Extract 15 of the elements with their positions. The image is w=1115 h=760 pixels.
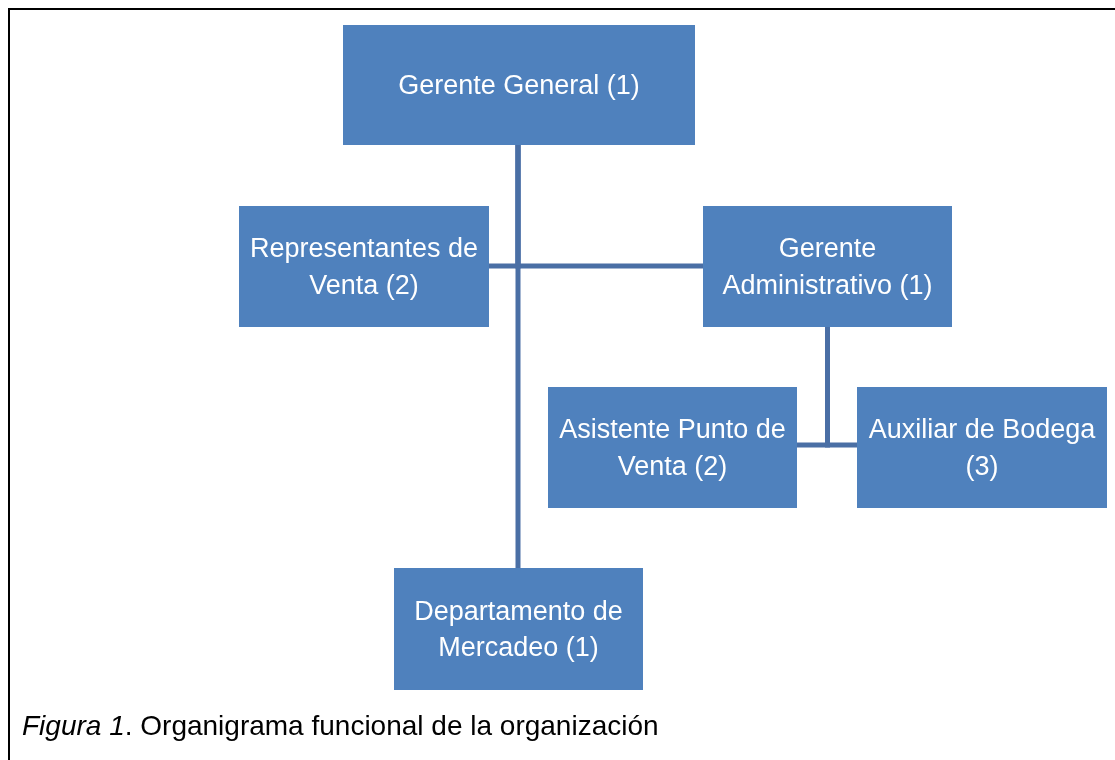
box-label: Gerente Administrativo (1) [721, 232, 934, 302]
figure-caption: Figura 1. Organigrama funcional de la organización [22, 710, 659, 742]
sales-box [239, 206, 489, 327]
box-label: Asistente Punto de Venta (2) [558, 413, 787, 483]
assistant-box [857, 387, 1107, 508]
box-label: Representantes de Venta (2) [248, 232, 480, 302]
box-label: Auxiliar de Bodega (3) [867, 413, 1097, 483]
department-box [394, 568, 643, 690]
connector-line [825, 327, 857, 448]
connector-line [515, 145, 521, 568]
box-label: Departamento de Mercadeo (1) [413, 594, 624, 664]
manager-box [343, 25, 695, 145]
assistant-box [548, 387, 797, 508]
manager-box [703, 206, 952, 327]
box-label: Gerente General (1) [398, 68, 640, 102]
